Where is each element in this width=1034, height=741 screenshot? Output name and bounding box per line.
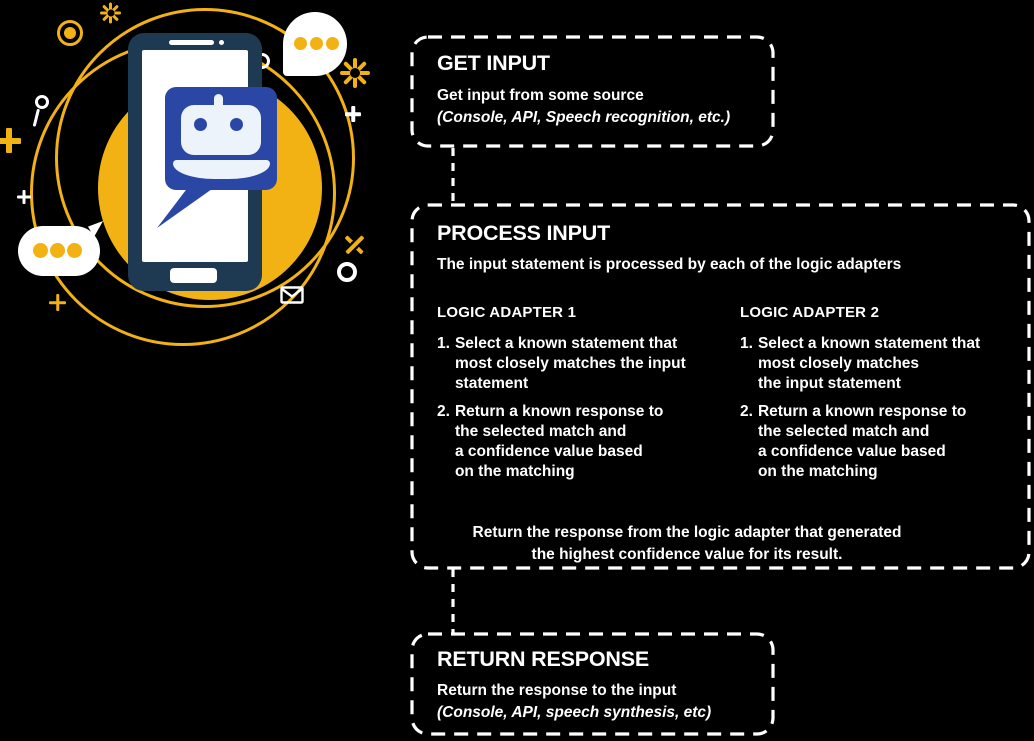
robot-face [181, 105, 261, 155]
process-input-subtitle: The input statement is processed by each… [437, 256, 902, 273]
get-input-title: GET INPUT [437, 51, 550, 75]
get-input-line1: Get input from some source [437, 87, 644, 104]
list-item: 1. Select a known statement that most cl… [437, 335, 686, 392]
phone-camera-dot [219, 40, 224, 45]
return-response-line1: Return the response to the input [437, 682, 677, 699]
dot [50, 243, 65, 258]
logic-adapter-1: LOGIC ADAPTER 1 1. Select a known statem… [437, 304, 729, 482]
circle-dot-icon [57, 20, 83, 46]
plus-icon [345, 106, 361, 122]
return-response-title: RETURN RESPONSE [437, 647, 650, 671]
phone-home-button [170, 268, 217, 283]
robot-eye [194, 118, 207, 131]
list-item: 1. Select a known statement that most cl… [740, 335, 981, 392]
logic-adapter-1-title: LOGIC ADAPTER 1 [437, 304, 577, 321]
robot-chat-bubble [165, 87, 277, 190]
process-input-box: PROCESS INPUT The input statement is pro… [412, 205, 1029, 568]
robot-mouth [173, 160, 270, 179]
get-input-line2: (Console, API, Speech recognition, etc.) [437, 109, 731, 126]
process-input-footer: Return the response from the logic adapt… [472, 523, 902, 563]
phone-speaker [169, 40, 214, 45]
list-item: 2. Return a known response to the select… [437, 403, 664, 480]
starburst-icon [100, 2, 121, 23]
dot [326, 37, 339, 50]
speech-bubble-dots-icon [18, 226, 100, 276]
logic-adapter-2-title: LOGIC ADAPTER 2 [740, 304, 880, 321]
speech-bubble-dots-icon [283, 12, 347, 76]
robot-eye [230, 118, 243, 131]
magnifier-icon [35, 95, 49, 109]
logic-adapter-2: LOGIC ADAPTER 2 1. Select a known statem… [740, 304, 1020, 482]
list-item: 2. Return a known response to the select… [740, 403, 967, 480]
process-input-title: PROCESS INPUT [437, 221, 611, 245]
envelope-icon [280, 286, 304, 304]
circle-outline-icon [337, 262, 357, 282]
starburst-icon [340, 58, 370, 88]
get-input-box: GET INPUT Get input from some source (Co… [412, 37, 773, 146]
robot-antenna [214, 94, 223, 108]
return-response-line2: (Console, API, speech synthesis, etc) [437, 704, 712, 721]
plus-icon [0, 128, 21, 153]
dot [33, 243, 48, 258]
chatbot-illustration [0, 0, 410, 360]
plus-icon [17, 190, 31, 204]
dot [310, 37, 323, 50]
dot [294, 37, 307, 50]
dot [67, 243, 82, 258]
return-response-box: RETURN RESPONSE Return the response to t… [412, 634, 773, 734]
plus-icon [49, 294, 66, 311]
